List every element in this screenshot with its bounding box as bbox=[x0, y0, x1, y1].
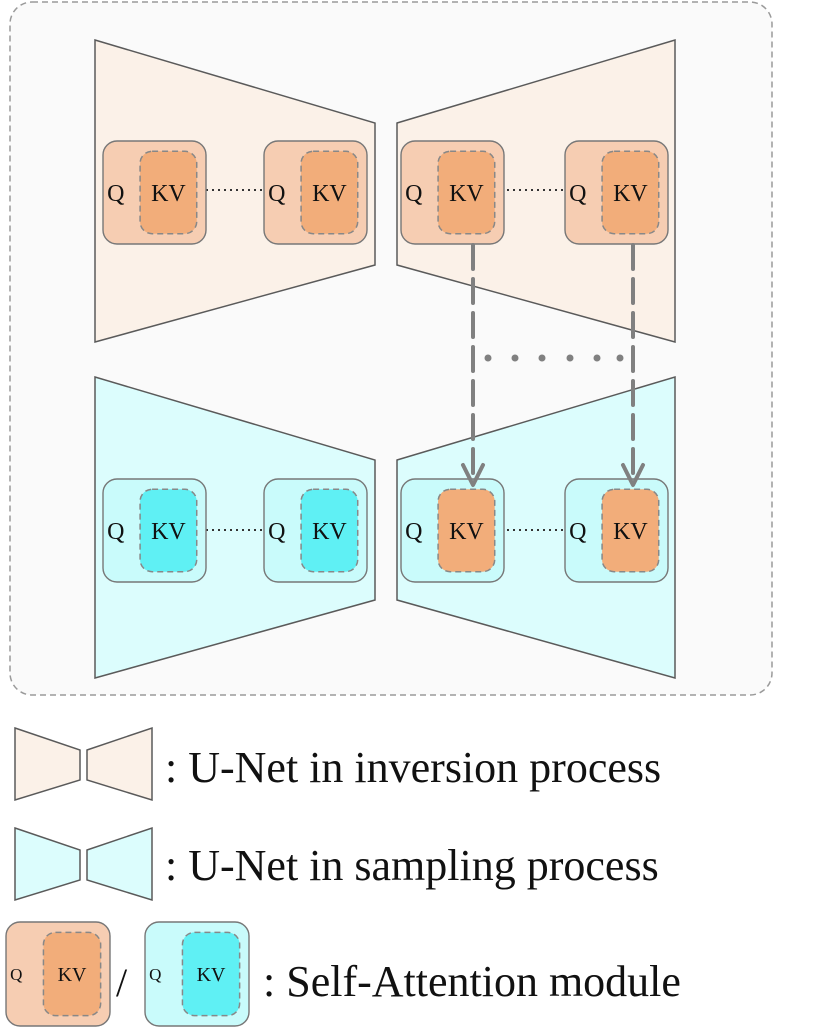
kv-injection-arrowhead bbox=[621, 463, 645, 487]
inversion-unet-decoder bbox=[396, 38, 676, 343]
kv-label: KV bbox=[449, 181, 484, 207]
ellipsis-dot bbox=[538, 354, 546, 362]
kv-box bbox=[437, 488, 496, 573]
ellipsis-dot bbox=[616, 354, 624, 362]
query-label: Q bbox=[405, 181, 422, 207]
ellipsis-dot bbox=[566, 354, 574, 362]
query-label: Q bbox=[10, 965, 22, 984]
sampling-attention-modules: Q KV Q KV Q KV Q KV bbox=[102, 478, 669, 583]
sampling-unet-encoder bbox=[94, 375, 376, 679]
sampling-attention-module: Q KV bbox=[400, 478, 505, 583]
kv-box bbox=[139, 488, 198, 573]
ellipsis-dot bbox=[484, 354, 492, 362]
inversion-attention-modules: Q KV Q KV Q KV Q KV bbox=[102, 140, 669, 245]
inversion-attention-module: Q KV bbox=[400, 140, 505, 245]
inversion-attention-module: Q KV bbox=[102, 140, 207, 245]
kv-box bbox=[181, 931, 241, 1017]
kv-label: KV bbox=[312, 519, 347, 545]
kv-label: KV bbox=[151, 519, 186, 545]
legend-inversion-label: : U-Net in inversion process bbox=[165, 743, 661, 792]
query-label: Q bbox=[268, 181, 285, 207]
legend-inversion-decoder-swatch bbox=[86, 726, 153, 802]
kv-box bbox=[601, 150, 660, 235]
kv-box bbox=[300, 488, 359, 573]
kv-box bbox=[601, 488, 660, 573]
ellipsis-dot bbox=[511, 354, 519, 362]
sampling-attention-module: Q KV bbox=[564, 478, 669, 583]
kv-box bbox=[437, 150, 496, 235]
kv-box bbox=[300, 150, 359, 235]
inversion-unet-encoder bbox=[94, 38, 376, 343]
legend-sampling-label: : U-Net in sampling process bbox=[165, 841, 659, 890]
query-label: Q bbox=[149, 965, 161, 984]
kv-injection-arrowhead bbox=[461, 463, 485, 487]
kv-label: KV bbox=[613, 519, 648, 545]
query-label: Q bbox=[405, 519, 422, 545]
inversion-attention-module: Q KV bbox=[263, 140, 368, 245]
query-label: Q bbox=[268, 519, 285, 545]
legend-sampling-encoder-swatch bbox=[14, 826, 81, 902]
legend-module-orange-box: Q KV bbox=[5, 921, 111, 1027]
sampling-attention-module: Q KV bbox=[102, 478, 207, 583]
kv-label: KV bbox=[58, 964, 87, 986]
legend-inversion-encoder-swatch bbox=[14, 726, 81, 802]
query-label: Q bbox=[569, 181, 586, 207]
kv-label: KV bbox=[151, 181, 186, 207]
legend-sampling-decoder-swatch bbox=[86, 826, 153, 902]
kv-label: KV bbox=[613, 181, 648, 207]
legend-separator: / bbox=[116, 960, 128, 1005]
legend-module-cyan-box: Q KV bbox=[144, 921, 250, 1027]
query-label: Q bbox=[107, 181, 124, 207]
kv-label: KV bbox=[312, 181, 347, 207]
sampling-unet-decoder bbox=[396, 375, 676, 679]
ellipsis-dot bbox=[593, 354, 601, 362]
inversion-attention-module: Q KV bbox=[564, 140, 669, 245]
kv-label: KV bbox=[197, 964, 226, 986]
kv-label: KV bbox=[449, 519, 484, 545]
sampling-attention-module: Q KV bbox=[263, 478, 368, 583]
kv-box bbox=[139, 150, 198, 235]
legend-attention-label: : Self-Attention module bbox=[263, 957, 681, 1006]
query-label: Q bbox=[107, 519, 124, 545]
legend-attention-module-orange: Q KV bbox=[5, 921, 111, 1027]
query-label: Q bbox=[569, 519, 586, 545]
kv-box bbox=[42, 931, 102, 1017]
legend: : U-Net in inversion process : U-Net in … bbox=[5, 726, 681, 1027]
legend-attention-module-cyan: Q KV bbox=[144, 921, 250, 1027]
